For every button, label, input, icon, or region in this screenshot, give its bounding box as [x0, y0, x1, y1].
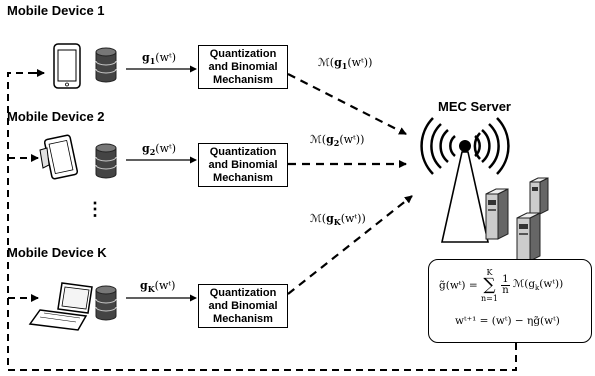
qbox-line1: Quantization [209, 286, 277, 299]
device-title-2: Mobile Device 2 [7, 109, 105, 124]
update-equation: wᵗ⁺¹ = (wᵗ) − ηg̃(wᵗ) [455, 315, 560, 327]
server-rack-icon [485, 177, 549, 262]
mechanism-output-k: ℳ(gK(wᵗ)) [310, 212, 366, 228]
device-title-k: Mobile Device K [7, 245, 107, 260]
quantization-box-2: Quantization and Binomial Mechanism [198, 143, 288, 187]
gradient-label-1: g1(wᵗ) [142, 51, 176, 67]
qbox-line1: Quantization [209, 145, 277, 158]
gradient-label-k: gK(wᵗ) [140, 279, 176, 295]
qbox-line2: and Binomial [208, 299, 278, 312]
feedback-loop-line [7, 72, 517, 371]
mechanism-output-2: ℳ(g2(wᵗ)) [310, 133, 365, 149]
server-title: MEC Server [438, 99, 511, 114]
tablet-icon [39, 134, 79, 180]
qbox-line3: Mechanism [213, 73, 273, 86]
vertical-ellipsis: ⋮ [86, 199, 104, 219]
quantization-box-1: Quantization and Binomial Mechanism [198, 45, 288, 89]
qbox-line3: Mechanism [213, 312, 273, 325]
database-icon [95, 47, 117, 83]
upload-arrow-1 [287, 73, 407, 135]
database-icon [95, 285, 117, 321]
laptop-icon [28, 282, 93, 331]
qbox-line2: and Binomial [208, 60, 278, 73]
qbox-line1: Quantization [209, 47, 277, 60]
database-icon [95, 143, 117, 179]
sum-operator: K ∑ n=1 [480, 268, 498, 303]
qbox-line2: and Binomial [208, 158, 278, 171]
upload-arrow-k [287, 195, 413, 295]
smartphone-icon [53, 43, 81, 89]
device-title-1: Mobile Device 1 [7, 3, 105, 18]
quantization-box-k: Quantization and Binomial Mechanism [198, 284, 288, 328]
gradient-label-2: g2(wᵗ) [142, 142, 176, 158]
mechanism-output-1: ℳ(g1(wᵗ)) [318, 56, 373, 72]
antenna-tower-icon [420, 117, 510, 243]
qbox-line3: Mechanism [213, 171, 273, 184]
